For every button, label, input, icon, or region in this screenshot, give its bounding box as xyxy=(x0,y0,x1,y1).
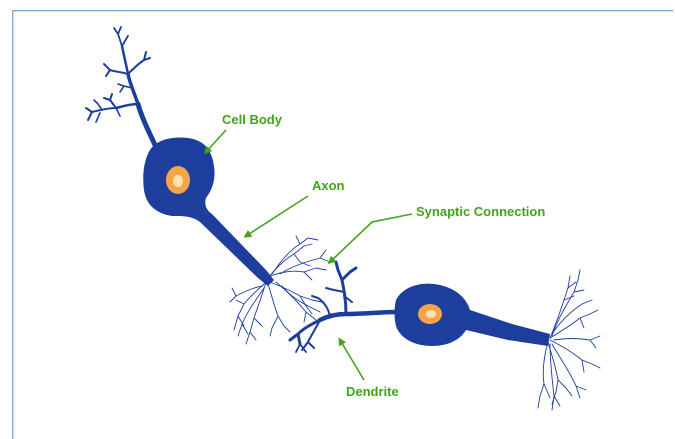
neuron-2-nucleolus xyxy=(426,310,436,318)
label-synaptic-connection-group: Synaptic Connection xyxy=(330,204,545,262)
neuron-1 xyxy=(86,27,330,344)
label-dendrite-group: Dendrite xyxy=(340,340,399,399)
neuron-2 xyxy=(290,262,600,410)
pointer-axon xyxy=(246,196,308,236)
label-dendrite: Dendrite xyxy=(346,384,399,399)
label-cell-body: Cell Body xyxy=(222,112,283,127)
label-axon: Axon xyxy=(312,178,345,193)
label-synaptic-connection: Synaptic Connection xyxy=(416,204,545,219)
neuron-1-dendrites xyxy=(86,27,155,145)
pointer-synaptic-connection xyxy=(330,214,412,262)
label-cell-body-group: Cell Body xyxy=(206,112,283,152)
neuron-1-cell-body xyxy=(143,138,274,287)
neuron-2-cell-body xyxy=(395,284,551,346)
neuron-1-nucleolus xyxy=(173,175,183,187)
pointer-cell-body xyxy=(206,130,226,152)
label-axon-group: Axon xyxy=(246,178,345,236)
pointer-dendrite xyxy=(340,340,364,380)
